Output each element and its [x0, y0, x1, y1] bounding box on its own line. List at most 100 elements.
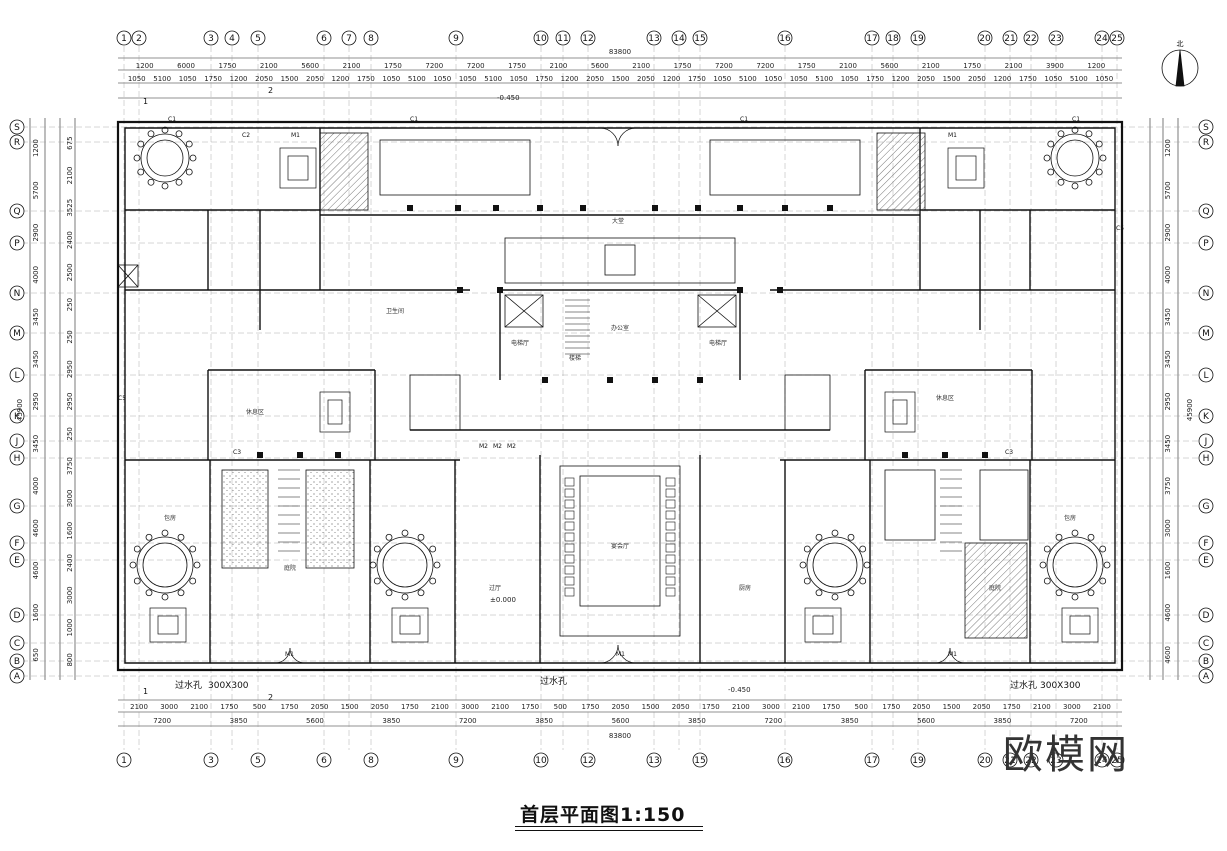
dim-bot2-4: 7200 — [459, 717, 477, 725]
dim-top2-29: 1750 — [866, 75, 884, 83]
dim-right-0: 1200 — [1164, 139, 1172, 157]
section-mark-2-top: 2 — [268, 86, 273, 95]
dim-top2-5: 2050 — [255, 75, 273, 83]
column — [607, 377, 613, 383]
axis-left-K: K — [14, 412, 21, 422]
dim-top2-12: 1050 — [433, 75, 451, 83]
dim-right-9: 3000 — [1164, 519, 1172, 537]
dims-right: 1200570029004000345034502950345037503000… — [1164, 139, 1172, 664]
column — [982, 452, 988, 458]
window-mark-7: C3 — [1005, 449, 1013, 456]
axis-bottom-15: 15 — [694, 756, 705, 766]
column — [695, 205, 701, 211]
axis-left-S: S — [14, 123, 20, 133]
column — [542, 377, 548, 383]
axis-top-18-circle — [885, 30, 901, 46]
dim-left-2: 2900 — [32, 224, 40, 242]
axis-bottom-16-circle — [777, 752, 793, 768]
axis-right-M-circle — [1198, 325, 1214, 341]
axis-bottom-23: 23 — [1050, 756, 1061, 766]
round-table — [1046, 536, 1104, 594]
axis-left-A-circle — [9, 668, 25, 684]
round-table — [806, 536, 864, 594]
axis-bottom-3: 3 — [208, 756, 214, 766]
column — [782, 205, 788, 211]
axis-left-P-circle — [9, 235, 25, 251]
dim-bot2-2: 5600 — [306, 717, 324, 725]
axis-right-P: P — [1203, 239, 1209, 249]
axis-left-M: M — [13, 329, 21, 339]
dim-top2-27: 5100 — [815, 75, 833, 83]
axis-top-14: 14 — [673, 34, 685, 44]
dim-top2-18: 2050 — [586, 75, 604, 83]
axis-left-F-circle — [9, 535, 25, 551]
dim-bot1-25: 1750 — [882, 703, 900, 711]
axis-left-D: D — [14, 611, 21, 621]
dim-bot1-32: 2100 — [1093, 703, 1111, 711]
room-elevator1: 电梯厅 — [511, 339, 529, 347]
dim-bot1-23: 1750 — [822, 703, 840, 711]
dim-top2-17: 1200 — [561, 75, 579, 83]
axis-top-23-circle — [1048, 30, 1064, 46]
axis-bottom-20-circle — [977, 752, 993, 768]
axis-top-24: 24 — [1096, 34, 1108, 44]
axis-bottom-25: 25 — [1111, 756, 1122, 766]
round-table — [136, 536, 194, 594]
dim-right-5: 3450 — [1164, 350, 1172, 368]
dim-top2-34: 1200 — [994, 75, 1012, 83]
axis-right-D: D — [1203, 611, 1210, 621]
dim-top1-19: 2100 — [922, 62, 940, 70]
axis-top-10-circle — [533, 30, 549, 46]
axis-bottom-12: 12 — [582, 756, 593, 766]
axis-left-F: F — [14, 539, 19, 549]
axis-right-F: F — [1203, 539, 1208, 549]
dim-bot2-1: 3850 — [230, 717, 248, 725]
axis-top-9: 9 — [453, 34, 459, 44]
column — [297, 452, 303, 458]
window-mark-4: C1 — [1072, 116, 1080, 123]
dims-left: 1200570029004000345034502950345040004600… — [32, 139, 40, 661]
dim-left-inner-10: 3750 — [66, 457, 74, 475]
dim-bot2-8: 7200 — [764, 717, 782, 725]
dim-bot1-0: 2100 — [130, 703, 148, 711]
room-garden-left: 庭院 — [284, 564, 296, 572]
dim-top1-21: 2100 — [1005, 62, 1023, 70]
axis-bottom-13: 13 — [648, 756, 659, 766]
dim-top2-33: 2050 — [968, 75, 986, 83]
dim-left-inner-2: 3525 — [66, 199, 74, 217]
axis-left-R: R — [14, 138, 20, 148]
level-bottom: -0.450 — [728, 686, 751, 694]
axis-bottom-5: 5 — [255, 756, 261, 766]
top-dimension-lines — [118, 57, 1122, 99]
north-arrow — [1161, 49, 1199, 87]
axis-bottom-8: 8 — [368, 756, 374, 766]
dim-bot2-0: 7200 — [153, 717, 171, 725]
axis-top-17: 17 — [866, 34, 877, 44]
dim-top1-12: 2100 — [632, 62, 650, 70]
window-mark-9: C5 — [1116, 225, 1124, 232]
dim-top2-19: 1500 — [612, 75, 630, 83]
dim-bot1-3: 1750 — [220, 703, 238, 711]
column — [902, 452, 908, 458]
axis-top-7: 7 — [346, 34, 352, 44]
axis-left-R-circle — [9, 134, 25, 150]
window-mark-8: C5 — [118, 395, 126, 402]
axis-top-22-circle — [1023, 30, 1039, 46]
column — [497, 287, 503, 293]
room-office: 办公室 — [611, 324, 629, 332]
dim-top2-2: 1050 — [179, 75, 197, 83]
elevators — [117, 264, 737, 328]
room-stair: 楼梯 — [569, 354, 581, 362]
drawing-title: 首层平面图1:150 — [520, 804, 686, 826]
axis-top-23: 23 — [1050, 34, 1061, 44]
dim-bot1-24: 500 — [855, 703, 868, 711]
dim-bot2-3: 3850 — [382, 717, 400, 725]
dim-left-inner-3: 2400 — [66, 231, 74, 249]
axis-right-N-circle — [1198, 285, 1214, 301]
dim-top1-0: 1200 — [136, 62, 154, 70]
dim-right-10: 1600 — [1164, 562, 1172, 580]
axis-top-5: 5 — [255, 34, 261, 44]
dim-bot2-12: 7200 — [1070, 717, 1088, 725]
